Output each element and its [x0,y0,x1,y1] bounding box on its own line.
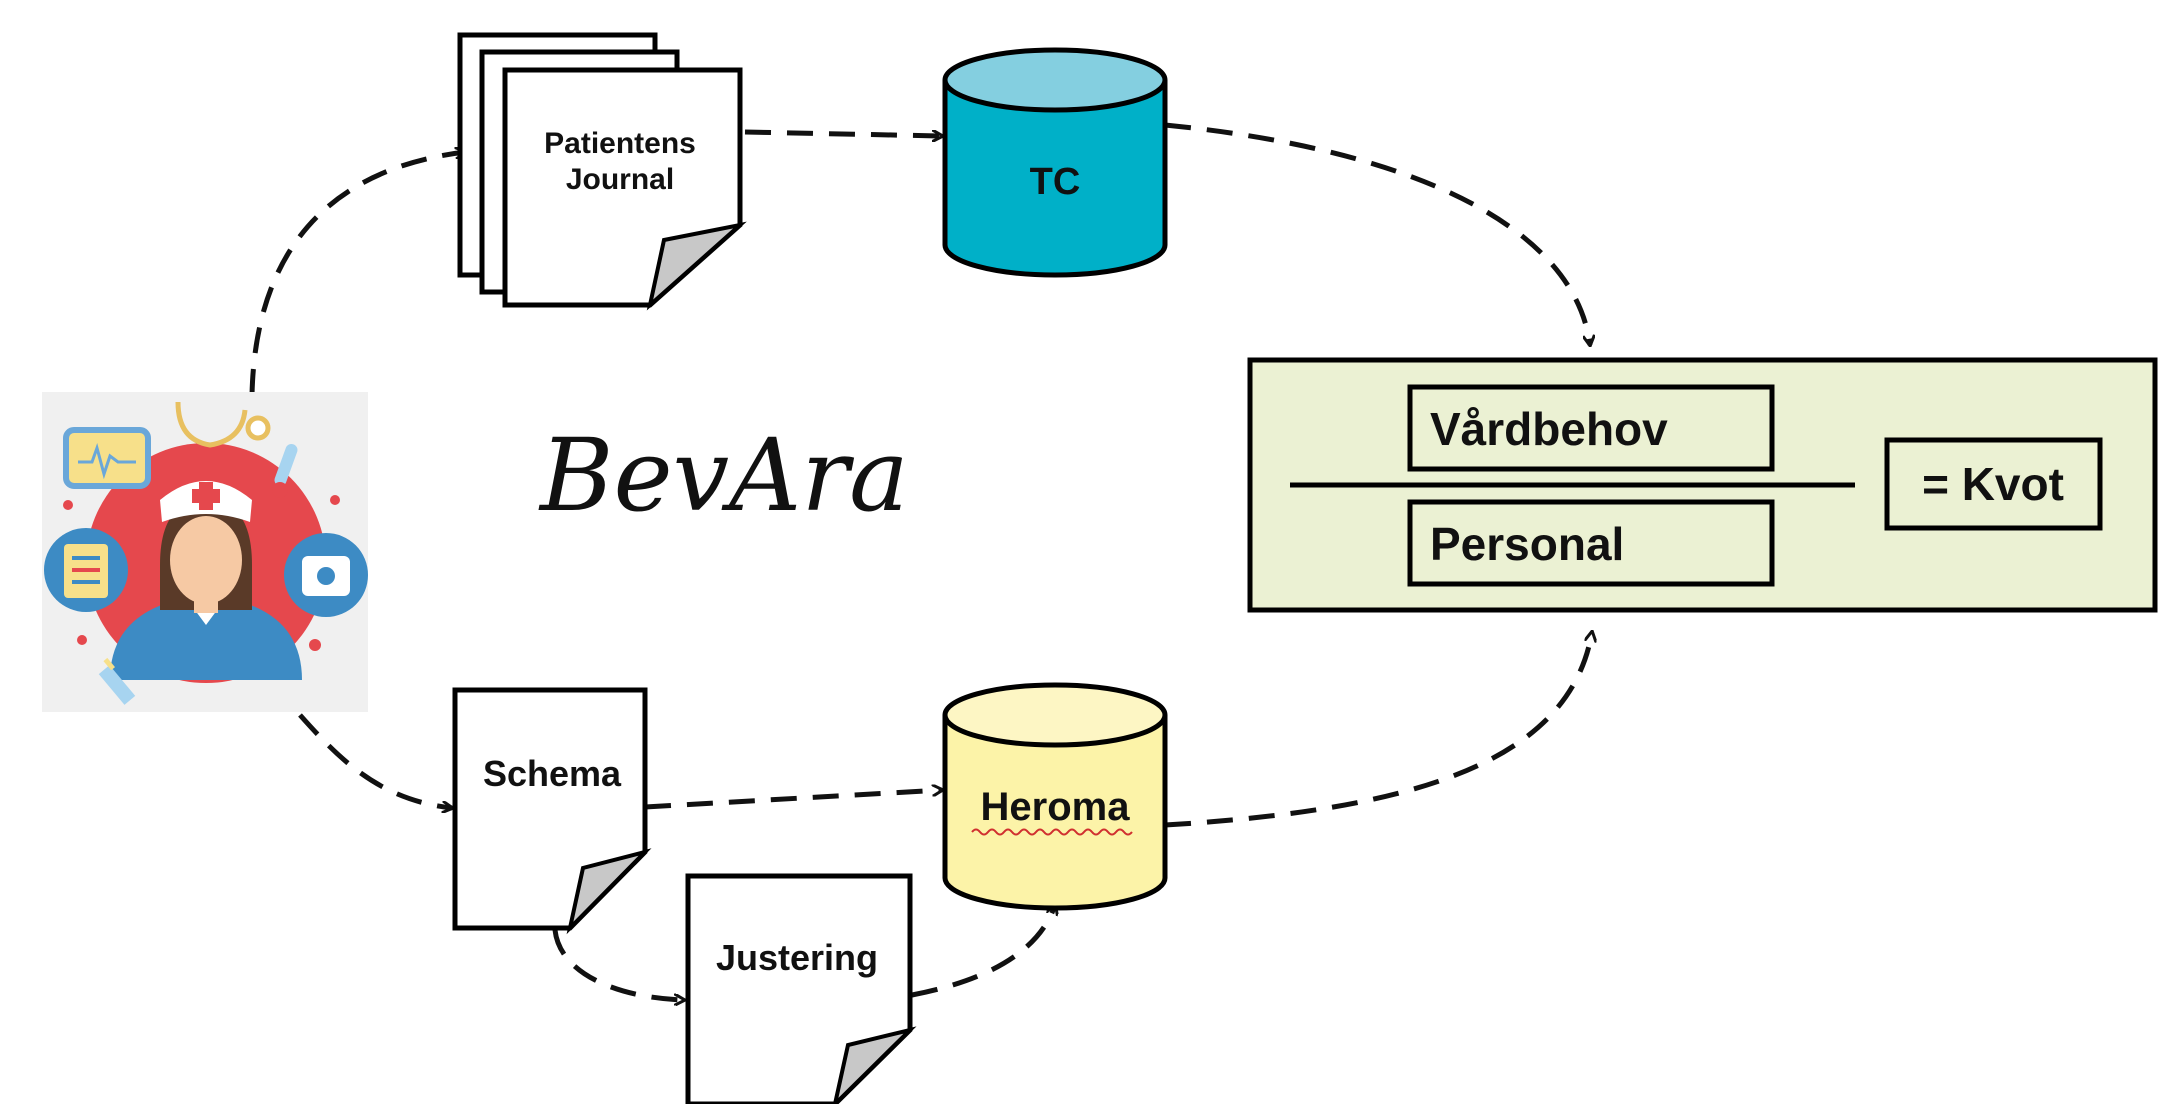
heart-monitor-icon [63,427,151,489]
formula-panel: Vårdbehov Personal = Kvot [1247,357,2158,613]
justering-document: Justering [685,873,917,1104]
arrow-nurse-to-schema [298,713,452,808]
result-box [1884,437,2103,531]
text-line: Journal [566,163,674,196]
clipboard-icon [44,528,128,612]
tc-body [942,80,1168,278]
denominator-box [1407,499,1775,587]
tc-label: TC [1030,161,1081,203]
arrow-heroma-to-formula [1164,632,1592,828]
spellcheck-underline [971,828,1133,836]
thermometer-icon [272,443,298,498]
syringe-icon [98,657,136,705]
nurse-icon [110,481,302,680]
result-label: = Kvot [1922,458,2064,510]
connectors [249,122,1592,1000]
heroma-database: Heroma [942,682,1168,911]
arrow-nurse-to-journal [249,152,465,396]
numerator-box [1407,384,1775,472]
numerator-label: Vårdbehov [1430,403,1668,455]
stethoscope-icon [175,401,271,448]
justering-label: Justering [716,937,878,978]
heroma-label: Heroma [981,785,1131,829]
arrow-journal-to-tc [744,129,942,136]
schema-label: Schema [483,753,622,794]
text-line: Patientens [544,127,696,160]
arrow-tc-to-formula [1164,122,1590,345]
arrow-schema-to-justering [552,929,684,1000]
arrow-schema-to-heroma [644,790,942,810]
schema-document: Schema [452,687,652,935]
tc-database: TC [942,47,1168,278]
denominator-label: Personal [1430,518,1624,570]
medical-kit-icon [284,533,368,617]
heroma-body [942,715,1168,911]
arrow-justering-to-heroma [911,905,1055,998]
nurse-illustration [42,392,368,712]
diagram-title: BevAra [538,417,909,534]
tc-top [942,47,1168,113]
heroma-top [942,682,1168,748]
